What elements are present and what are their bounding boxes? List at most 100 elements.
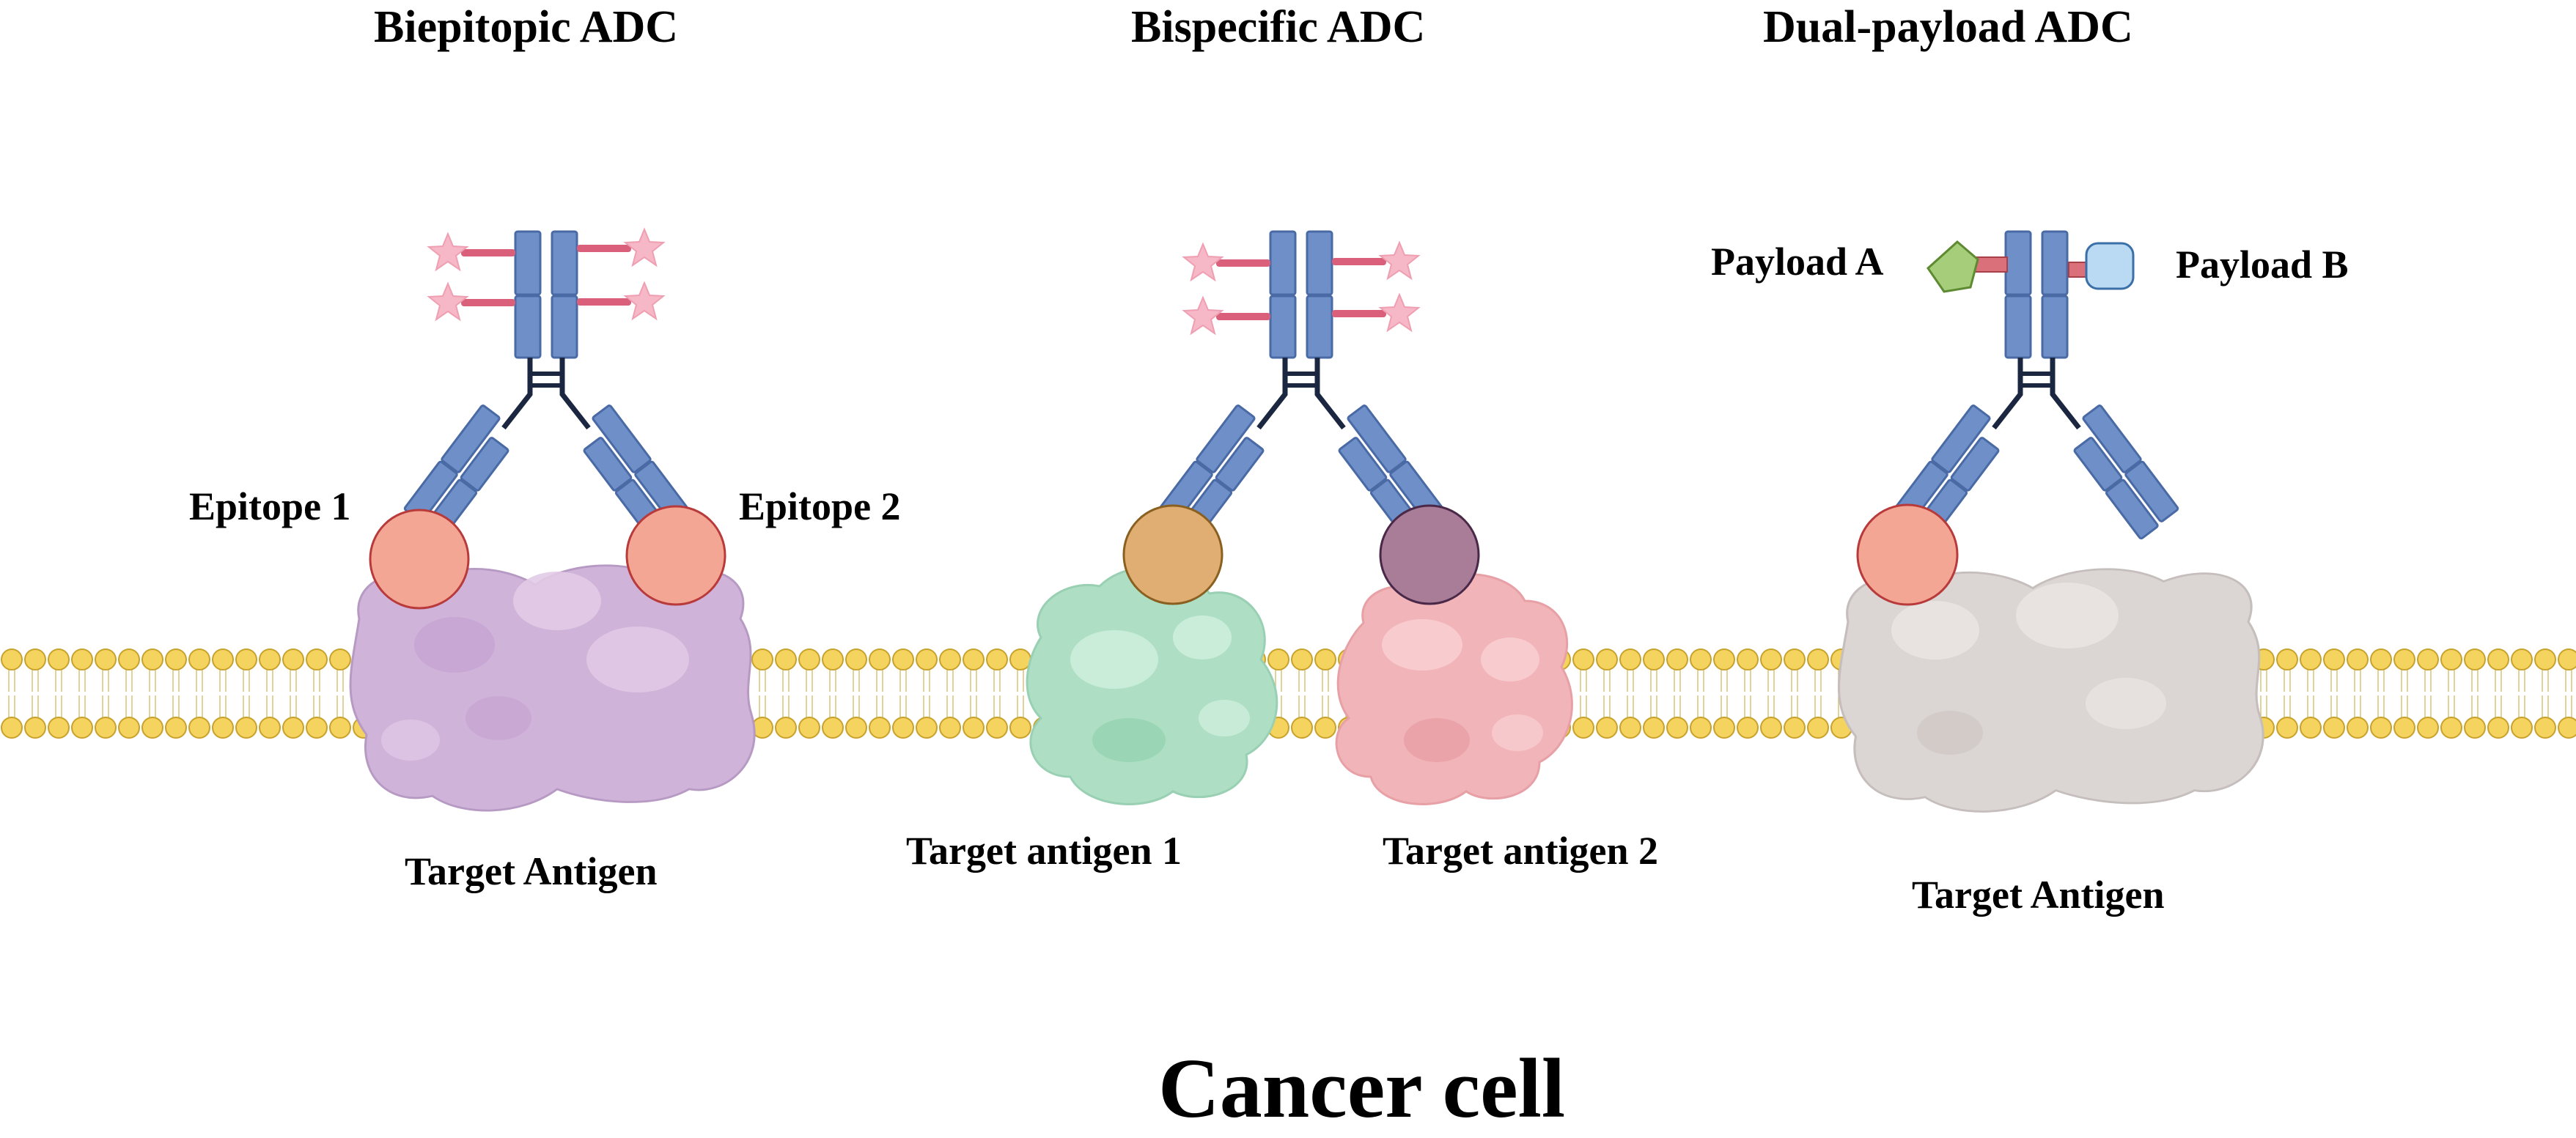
lipid-tail [172,670,180,717]
lipid-head [2417,717,2439,739]
lipid-head [751,649,773,670]
lipid-head [1760,717,1782,739]
lipid-head [1267,649,1289,670]
lipid-head [212,717,234,739]
lipid-head [2558,717,2576,739]
epitope-2-label: Epitope 2 [739,484,901,528]
lipid-tail [2424,670,2432,717]
lipid-tail [2518,670,2525,717]
lipid-head [869,649,891,670]
lipid-head [939,717,961,739]
lipid-head [71,649,93,670]
lipid-head [259,649,281,670]
payload-b-label: Payload B [2176,243,2349,287]
lipid-head [118,717,140,739]
lipid-tail [2354,670,2361,717]
lipid-tail [853,670,860,717]
antibody-icon [403,229,689,539]
lipid-head [235,649,257,670]
lipid-head [1784,649,1806,670]
lipid-head [2534,717,2556,739]
lipid-head [2440,717,2462,739]
lipid-head [1314,717,1336,739]
lipid-head [1643,649,1665,670]
lipid-tail [102,670,109,717]
lipid-tail [1721,670,1728,717]
lipid-head [1737,717,1759,739]
lipid-head [1,649,23,670]
lipid-head [2347,717,2369,739]
lipid-head [2534,649,2556,670]
lipid-head [1666,649,1688,670]
lipid-head [1713,649,1735,670]
lipid-tail [2542,670,2549,717]
lipid-tail [1627,670,1634,717]
lipid-head [141,717,163,739]
lipid-head [845,717,867,739]
lipid-head [2370,717,2392,739]
lipid-head [916,649,938,670]
lipid-head [282,717,304,739]
lipid-head [2300,649,2322,670]
lipid-head [2558,649,2576,670]
lipid-head [2323,649,2345,670]
lipid-head [1596,649,1618,670]
lipid-head [939,649,961,670]
lipid-head [329,717,351,739]
lipid-tail [1674,670,1681,717]
lipid-head [2276,649,2298,670]
lipid-head [2440,649,2462,670]
lipid-head [71,717,93,739]
lipid-head [48,649,70,670]
lipid-head [798,649,820,670]
antigen-2-blob-icon [1335,573,1573,805]
rounded-square-payload-icon [2068,242,2135,290]
lipid-tail [125,670,133,717]
lipid-head [892,649,914,670]
lipid-head [1619,649,1641,670]
lipid-tail [149,670,156,717]
lipid-tail [806,670,813,717]
lipid-head [48,717,70,739]
lipid-head [118,649,140,670]
lipid-head [188,717,210,739]
lipid-head [1807,649,1829,670]
lipid-head [1690,717,1712,739]
lipid-head [986,717,1008,739]
lipid-head [822,717,844,739]
lipid-head [2511,649,2533,670]
lipid-tail [243,670,250,717]
lipid-head [235,717,257,739]
lipid-head [963,717,985,739]
lipid-head [1643,717,1665,739]
lipid-head [2511,717,2533,739]
lipid-tail [970,670,977,717]
lipid-head [892,717,914,739]
lipid-head [986,649,1008,670]
cancer-cell-label: Cancer cell [1158,1042,1566,1136]
epitope-1-label: Epitope 1 [189,484,351,528]
lipid-head [1784,717,1806,739]
lipid-head [2347,649,2369,670]
lipid-head [95,649,117,670]
lipid-head [306,649,328,670]
lipid-head [2417,649,2439,670]
lipid-tail [1298,670,1306,717]
lipid-head [165,717,187,739]
lipid-tail [336,670,344,717]
lipid-tail [196,670,203,717]
lipid-head [1713,717,1735,739]
lipid-head [1572,649,1594,670]
lipid-tail [2471,670,2479,717]
epitope-circle [1856,503,1959,606]
lipid-head [963,649,985,670]
lipid-head [1009,717,1031,739]
lipid-head [1314,649,1336,670]
lipid-tail [1697,670,1704,717]
lipid-head [1807,717,1829,739]
antigen-1-binding-site [1122,504,1223,605]
lipid-head [1,717,23,739]
lipid-head [2487,717,2509,739]
lipid-head [165,649,187,670]
